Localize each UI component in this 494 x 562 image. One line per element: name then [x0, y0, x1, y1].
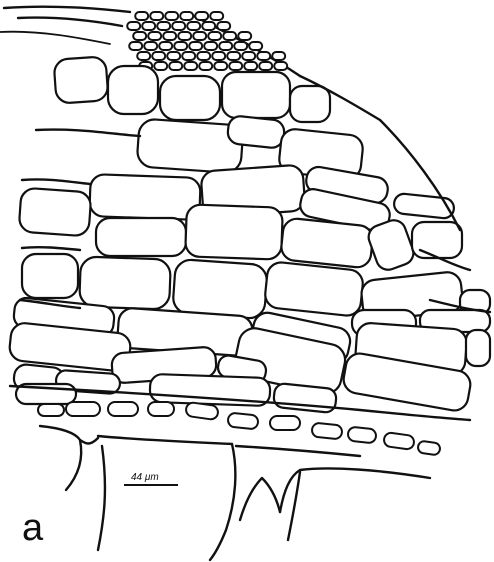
panel-label: a: [22, 507, 44, 549]
small-plant-cell: [347, 427, 376, 444]
small-plant-cell: [223, 32, 236, 40]
small-plant-cell: [244, 62, 257, 70]
small-plant-cell: [182, 52, 195, 60]
small-plant-cell: [270, 416, 300, 430]
plant-cell: [466, 330, 490, 366]
lower-tubular-cells: [40, 426, 430, 560]
small-plant-cell: [311, 422, 342, 439]
plant-cell: [222, 72, 290, 118]
small-plant-cell: [38, 404, 64, 416]
scale-bar-label: 44 μm: [131, 472, 159, 483]
small-plant-cell: [217, 22, 230, 30]
small-plant-cell: [234, 42, 247, 50]
small-plant-cell: [417, 441, 440, 456]
plant-cell: [160, 76, 220, 120]
small-plant-cell: [135, 12, 148, 20]
small-plant-cell: [137, 52, 150, 60]
small-plant-cell: [189, 42, 202, 50]
plant-cell: [96, 218, 186, 256]
small-plant-cell: [184, 62, 197, 70]
small-plant-cell: [259, 62, 272, 70]
plant-cell: [264, 261, 364, 317]
plant-cell: [227, 115, 286, 149]
small-plant-cell: [202, 22, 215, 30]
small-plant-cell: [187, 22, 200, 30]
plant-cell: [185, 204, 283, 259]
plant-cell: [89, 174, 200, 220]
small-plant-cell: [272, 52, 285, 60]
small-plant-cell: [129, 42, 142, 50]
small-plant-cell: [163, 32, 176, 40]
small-plant-cell: [169, 62, 182, 70]
small-plant-cell: [197, 52, 210, 60]
small-plant-cell: [150, 12, 163, 20]
small-plant-cell: [66, 402, 100, 416]
small-plant-cell: [210, 12, 223, 20]
small-plant-cell: [167, 52, 180, 60]
small-plant-cell: [148, 32, 161, 40]
small-plant-cell: [227, 412, 258, 429]
plant-cell: [22, 254, 78, 298]
small-plant-cell: [212, 52, 225, 60]
small-plant-cell: [229, 62, 242, 70]
small-plant-cell: [249, 42, 262, 50]
small-plant-cell: [174, 42, 187, 50]
small-plant-cell: [180, 12, 193, 20]
plant-cell: [19, 188, 92, 237]
small-plant-cell: [144, 42, 157, 50]
small-plant-cell: [204, 42, 217, 50]
small-plant-cell: [165, 12, 178, 20]
small-plant-cell: [208, 32, 221, 40]
small-plant-cell: [238, 32, 251, 40]
plant-cell: [54, 56, 109, 104]
small-plant-cell: [172, 22, 185, 30]
plant-cell: [280, 217, 374, 268]
small-plant-cell: [227, 52, 240, 60]
small-plant-cell: [148, 402, 174, 416]
large-cell-layer: [8, 56, 490, 413]
plant-cell: [172, 259, 268, 319]
small-plant-cell: [127, 22, 140, 30]
small-plant-cell: [214, 62, 227, 70]
small-plant-cell: [178, 32, 191, 40]
small-plant-cell: [157, 22, 170, 30]
plant-cell: [79, 256, 171, 309]
small-plant-cell: [108, 402, 138, 416]
small-plant-cell: [159, 42, 172, 50]
small-plant-cell: [199, 62, 212, 70]
plant-cell: [412, 222, 462, 258]
small-plant-cell: [219, 42, 232, 50]
small-plant-cell: [257, 52, 270, 60]
plant-cell: [290, 86, 330, 122]
small-plant-cell: [133, 32, 146, 40]
plant-cell: [108, 66, 158, 114]
scale-bar: 44 μm: [124, 472, 178, 485]
epidermis-row: [38, 402, 441, 456]
small-plant-cell: [195, 12, 208, 20]
plant-cell: [273, 383, 337, 413]
small-plant-cell: [142, 22, 155, 30]
small-plant-cell: [193, 32, 206, 40]
small-plant-cell: [152, 52, 165, 60]
small-plant-cell: [383, 432, 415, 450]
small-plant-cell: [274, 62, 287, 70]
small-plant-cell: [242, 52, 255, 60]
small-plant-cell: [154, 62, 167, 70]
small-cell-cluster: [127, 12, 287, 70]
